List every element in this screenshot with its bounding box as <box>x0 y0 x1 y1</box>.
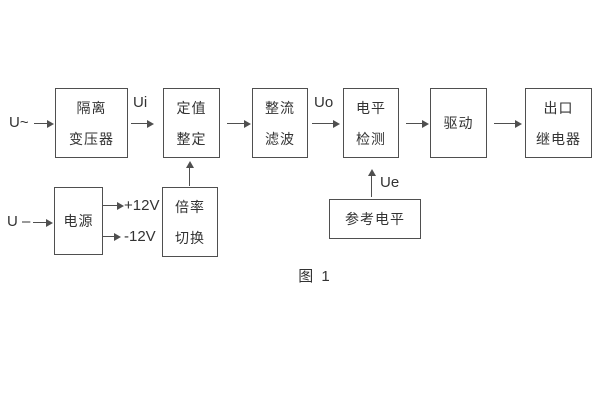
block-isolation-transformer: 隔离 变压器 <box>55 88 128 158</box>
input-ac-label: U~ <box>9 114 29 131</box>
signal-ue-label: Ue <box>380 174 400 191</box>
arrow-head <box>46 218 53 227</box>
block-outlet-relay: 出口 继电器 <box>525 88 592 158</box>
arrow-shaft <box>188 168 191 186</box>
signal-uo-label: Uo <box>314 94 334 111</box>
arrow-shaft <box>370 176 373 197</box>
arrow-shaft <box>103 235 114 238</box>
flow-arrow-minus12 <box>103 232 121 241</box>
block-rectify-filter: 整流 滤波 <box>252 88 308 158</box>
arrow-shaft <box>406 122 422 125</box>
arrow-head <box>422 119 429 128</box>
block-label: 电平 <box>356 99 386 116</box>
block-label: 出口 <box>543 99 574 116</box>
flow-arrow-plus12 <box>103 201 124 210</box>
arrow-head <box>185 161 194 168</box>
block-label: 隔离 <box>76 99 107 116</box>
arrow-head <box>515 119 522 128</box>
signal-ui-label: Ui <box>133 94 148 111</box>
flow-arrow-uo <box>312 119 340 128</box>
arrow-head <box>47 119 54 128</box>
flow-arrow-dc-input <box>33 218 53 227</box>
arrow-shaft <box>494 122 515 125</box>
arrow-shaft <box>312 122 333 125</box>
flow-arrow-ue <box>367 169 376 197</box>
signal-plus12v-label: +12V <box>124 197 160 214</box>
block-label: 定值 <box>176 99 207 116</box>
arrow-shaft <box>103 204 117 207</box>
signal-minus12v-label: -12V <box>124 228 156 245</box>
block-label: 变压器 <box>69 130 114 147</box>
arrow-head <box>147 119 154 128</box>
flow-arrow <box>494 119 522 128</box>
block-label: 整流 <box>265 99 295 116</box>
flow-arrow <box>406 119 429 128</box>
block-label: 倍率 <box>175 198 205 215</box>
flow-arrow-ratio-to-setting <box>185 161 194 186</box>
block-ratio-switch: 倍率 切换 <box>162 187 218 257</box>
arrow-head <box>117 201 124 210</box>
arrow-shaft <box>227 122 244 125</box>
arrow-head <box>244 119 251 128</box>
block-drive: 驱动 <box>430 88 487 158</box>
flow-arrow <box>227 119 251 128</box>
block-label: 整定 <box>176 130 207 147</box>
block-label: 电源 <box>63 213 94 229</box>
block-value-setting: 定值 整定 <box>163 88 220 158</box>
arrow-shaft <box>34 122 47 125</box>
figure-caption: 图 1 <box>298 268 332 285</box>
block-label: 参考电平 <box>345 211 405 227</box>
block-label: 继电器 <box>536 130 581 147</box>
arrow-head <box>333 119 340 128</box>
arrow-shaft <box>131 122 147 125</box>
block-reference-level: 参考电平 <box>329 199 421 239</box>
block-label: 滤波 <box>265 130 295 147</box>
arrow-head <box>367 169 376 176</box>
flow-arrow-ac-input <box>34 119 54 128</box>
input-dc-label: U – <box>7 213 31 230</box>
block-label: 驱动 <box>443 115 474 131</box>
arrow-head <box>114 232 121 241</box>
block-power: 电源 <box>54 187 103 255</box>
block-label: 切换 <box>175 229 205 246</box>
arrow-shaft <box>33 221 46 224</box>
block-level-detect: 电平 检测 <box>343 88 399 158</box>
block-label: 检测 <box>356 130 386 147</box>
flow-arrow-ui <box>131 119 154 128</box>
